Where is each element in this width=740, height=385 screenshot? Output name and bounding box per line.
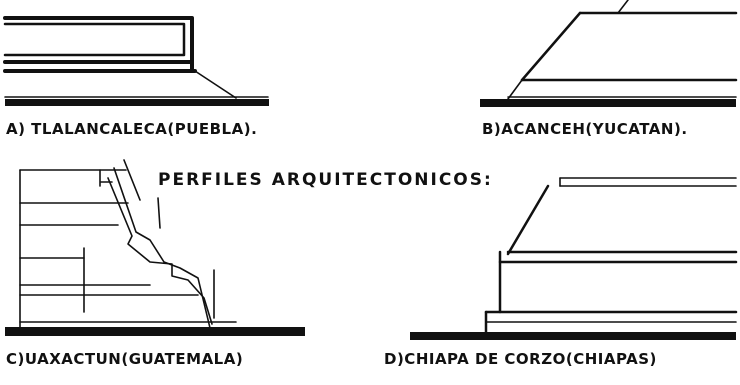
profile-d-slope (506, 184, 550, 256)
profile-c-inner-stroke (157, 197, 161, 229)
profile-d-base-bar (410, 332, 736, 340)
profile-b-slope (520, 11, 582, 82)
profile-c-label: C)UAXACTUN(GUATEMALA) (6, 350, 244, 368)
profile-c-drawing (5, 159, 305, 336)
figure-title: PERFILES ARQUITECTONICOS: (158, 170, 493, 190)
profile-a-upper-panel-inner (3, 22, 186, 57)
profile-a-drawing (3, 16, 269, 106)
profile-b-drawing (480, 0, 738, 107)
profile-a-upper-panel-outer (3, 16, 194, 64)
profile-b-base-bar (480, 99, 736, 107)
profile-c-base-bar (5, 327, 305, 336)
profile-c-front-outline (113, 167, 211, 329)
profile-c-upper-stroke (123, 159, 141, 201)
profile-c-wavy-molding (107, 177, 213, 325)
profile-a-label: A) TLALANCALECA(PUEBLA). (6, 120, 258, 138)
profile-d-drawing (410, 177, 738, 340)
profile-a-base-bar (5, 99, 269, 106)
profile-d-label: D)CHIAPA DE CORZO(CHIAPAS) (384, 350, 657, 368)
profile-b-lower-slope (507, 79, 523, 100)
profile-b-label: B)ACANCEH(YUCATAN). (482, 120, 688, 138)
profile-a-talud (194, 70, 237, 99)
profile-b-top-stroke (617, 0, 629, 14)
